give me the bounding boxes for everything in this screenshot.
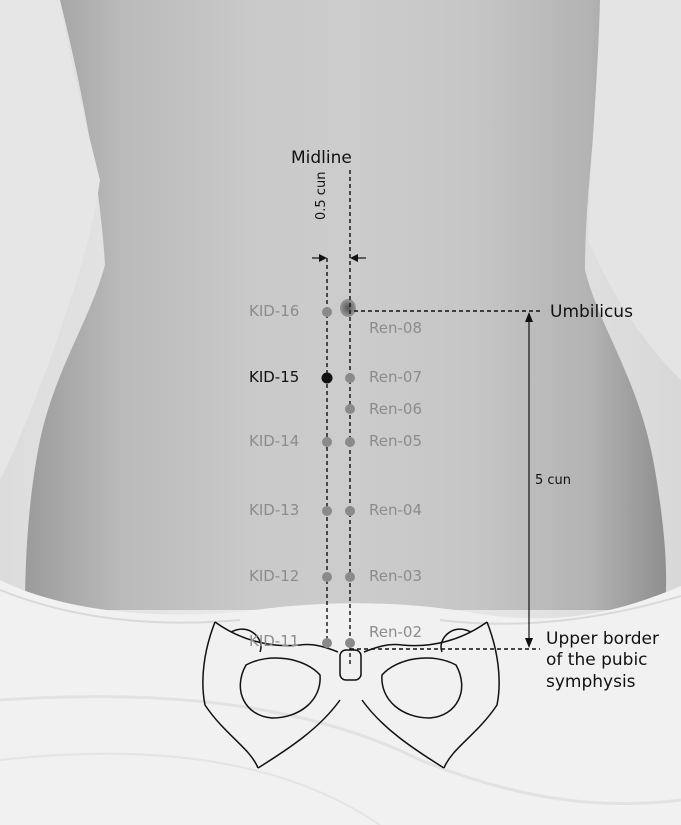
label-kid-16: KID-16 <box>249 304 299 319</box>
label-ren-03: Ren-03 <box>369 569 422 584</box>
point-kid-13 <box>322 506 332 516</box>
label-ren-08: Ren-08 <box>369 321 422 336</box>
pubic-label-line1: Upper border <box>546 631 659 648</box>
label-ren-02: Ren-02 <box>369 625 422 640</box>
point-kid-16 <box>322 307 332 317</box>
point-ren-02 <box>345 638 355 648</box>
label-kid-13: KID-13 <box>249 503 299 518</box>
label-ren-04: Ren-04 <box>369 503 422 518</box>
midline-label: Midline <box>291 150 352 167</box>
point-ren-04 <box>345 506 355 516</box>
point-ren-03 <box>345 572 355 582</box>
umbilicus-label: Umbilicus <box>550 304 633 321</box>
point-ren-07 <box>345 373 355 383</box>
pubic-label-line2: of the pubic <box>546 652 648 669</box>
half-cun-label: 0.5 cun <box>315 172 328 220</box>
point-kid-11 <box>322 638 332 648</box>
label-ren-06: Ren-06 <box>369 402 422 417</box>
point-kid-15 <box>322 373 333 384</box>
label-kid-14: KID-14 <box>249 434 299 449</box>
point-ren-05 <box>345 437 355 447</box>
point-ren-06 <box>345 404 355 414</box>
pubic-label-line3: symphysis <box>546 674 636 691</box>
label-ren-07: Ren-07 <box>369 370 422 385</box>
label-kid-15: KID-15 <box>249 370 299 385</box>
label-kid-11: KID-11 <box>249 634 299 649</box>
point-kid-14 <box>322 437 332 447</box>
label-ren-05: Ren-05 <box>369 434 422 449</box>
point-kid-12 <box>322 572 332 582</box>
label-kid-12: KID-12 <box>249 569 299 584</box>
umbilicus-mark <box>340 299 356 317</box>
five-cun-label: 5 cun <box>535 474 571 487</box>
